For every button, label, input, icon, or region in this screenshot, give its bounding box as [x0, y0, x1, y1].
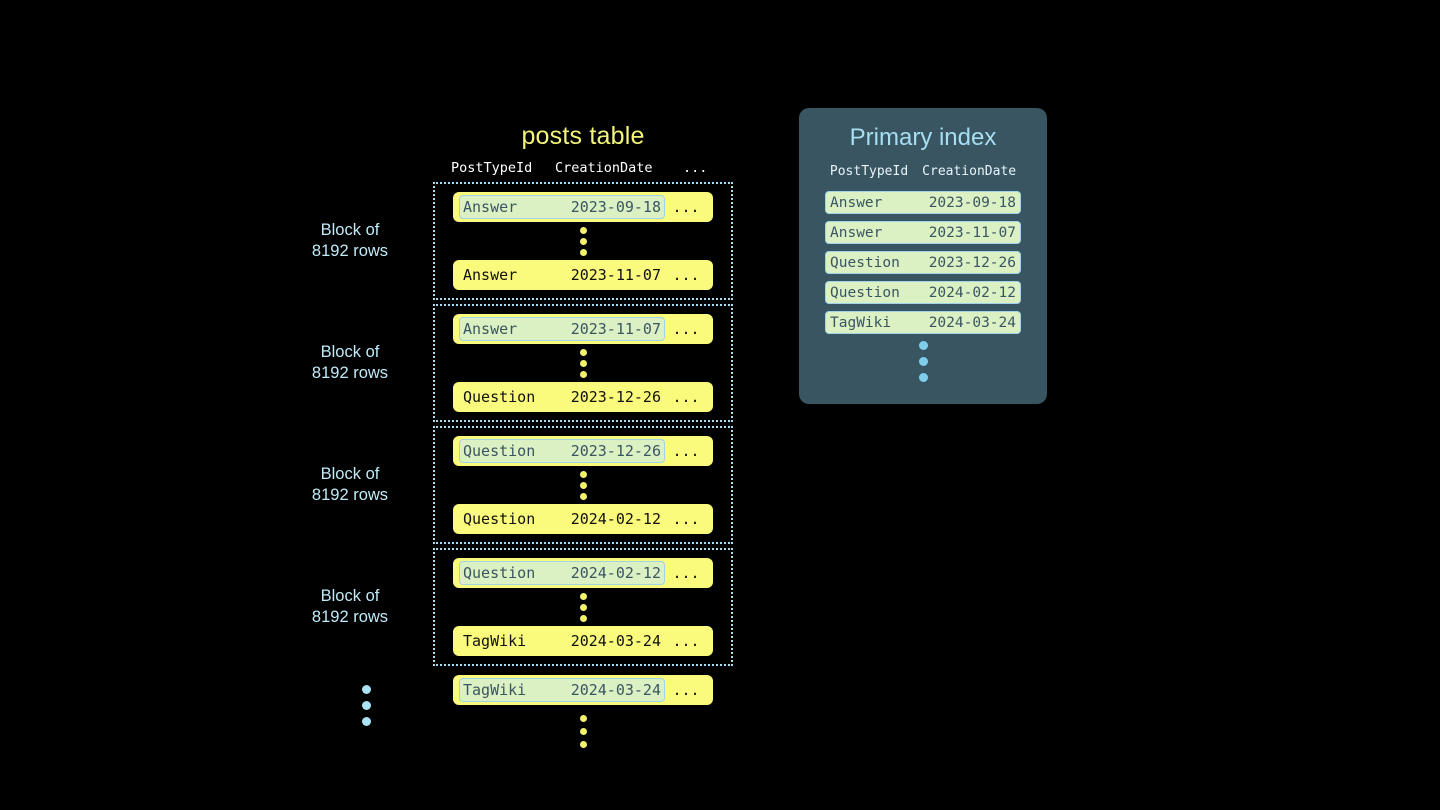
row-key-cells: Answer 2023-11-07 — [459, 317, 665, 341]
table-row[interactable]: Question 2024-02-12 ... — [453, 558, 713, 588]
vertical-ellipsis-dots — [433, 709, 733, 753]
column-header-posttypeid: PostTypeId — [829, 164, 909, 179]
block-label: Block of 8192 rows — [311, 465, 389, 504]
row-key-cells: TagWiki 2024-03-24 — [459, 629, 665, 653]
cell-posttypeid: TagWiki — [463, 632, 527, 650]
cell-creationdate: 2023-09-18 — [928, 194, 1016, 211]
cell-posttypeid: Answer — [463, 320, 518, 338]
cell-posttypeid: Answer — [830, 194, 883, 211]
cell-creationdate: 2024-03-24 — [570, 632, 661, 650]
cell-ellipsis: ... — [672, 632, 700, 650]
primary-index-row[interactable]: Question 2024-02-12 — [825, 281, 1021, 304]
cell-posttypeid: Answer — [463, 266, 518, 284]
vertical-ellipsis-dots — [435, 222, 731, 260]
table-row[interactable]: Question 2024-02-12 ... — [453, 504, 713, 534]
primary-index-row[interactable]: Answer 2023-09-18 — [825, 191, 1021, 214]
column-header-posttypeid: PostTypeId — [451, 160, 533, 176]
table-row[interactable]: Answer 2023-11-07 ... — [453, 314, 713, 344]
cell-posttypeid: Question — [830, 254, 900, 271]
block-label: Block of 8192 rows — [311, 221, 389, 260]
cell-ellipsis: ... — [672, 510, 700, 528]
primary-index-panel: Primary index PostTypeId CreationDate An… — [799, 108, 1047, 404]
table-block: Block of 8192 rows Answer 2023-11-07 ...… — [312, 304, 733, 422]
cell-creationdate: 2023-11-07 — [570, 320, 661, 338]
primary-index-continuation-dots — [813, 341, 1033, 382]
row-key-cells: Question 2024-02-12 — [459, 561, 665, 585]
cell-creationdate: 2023-12-26 — [928, 254, 1016, 271]
cell-ellipsis: ... — [672, 681, 700, 699]
row-key-cells: Answer 2023-11-07 — [459, 263, 665, 287]
cell-posttypeid: Question — [463, 564, 536, 582]
cell-ellipsis: ... — [672, 198, 700, 216]
row-key-cells: Question 2023-12-26 — [459, 385, 665, 409]
primary-index-column-headers: PostTypeId CreationDate — [813, 164, 1033, 179]
row-key-cells: TagWiki 2024-03-24 — [459, 678, 665, 702]
cell-creationdate: 2023-12-26 — [570, 388, 661, 406]
posts-table-column-headers: PostTypeId CreationDate ... — [433, 160, 733, 182]
table-row[interactable]: TagWiki 2024-03-24 ... — [453, 626, 713, 656]
cell-posttypeid: Question — [463, 510, 536, 528]
cell-posttypeid: Question — [463, 442, 536, 460]
vertical-ellipsis-dots — [435, 466, 731, 504]
cell-creationdate: 2023-11-07 — [570, 266, 661, 284]
row-key-cells: Answer 2023-09-18 — [459, 195, 665, 219]
table-row[interactable]: Question 2023-12-26 ... — [453, 436, 713, 466]
table-block: Block of 8192 rows Question 2023-12-26 .… — [312, 426, 733, 544]
block-label: Block of 8192 rows — [311, 587, 389, 626]
primary-index-row[interactable]: Question 2023-12-26 — [825, 251, 1021, 274]
table-block: Block of 8192 rows Question 2024-02-12 .… — [312, 548, 733, 666]
table-row[interactable]: Answer 2023-11-07 ... — [453, 260, 713, 290]
cell-ellipsis: ... — [672, 564, 700, 582]
table-row[interactable]: Answer 2023-09-18 ... — [453, 192, 713, 222]
vertical-ellipsis-dots — [435, 588, 731, 626]
primary-index-row[interactable]: TagWiki 2024-03-24 — [825, 311, 1021, 334]
cell-creationdate: 2023-12-26 — [570, 442, 661, 460]
primary-index-title: Primary index — [849, 124, 997, 151]
cell-ellipsis: ... — [672, 442, 700, 460]
cell-posttypeid: Answer — [463, 198, 518, 216]
row-key-cells: Question 2023-12-26 — [459, 439, 665, 463]
cell-creationdate: 2024-02-12 — [928, 284, 1016, 301]
posts-table-title: posts table — [521, 122, 645, 150]
cell-posttypeid: TagWiki — [830, 314, 892, 331]
primary-index-row[interactable]: Answer 2023-11-07 — [825, 221, 1021, 244]
blocks-continuation-dots — [362, 685, 371, 726]
table-block: Block of 8192 rows Answer 2023-09-18 ...… — [312, 182, 733, 300]
cell-ellipsis: ... — [672, 266, 700, 284]
cell-ellipsis: ... — [672, 320, 700, 338]
cell-ellipsis: ... — [672, 388, 700, 406]
column-header-creationdate: CreationDate — [922, 164, 1017, 179]
cell-creationdate: 2024-02-12 — [570, 564, 661, 582]
cell-creationdate: 2024-02-12 — [570, 510, 661, 528]
block-label: Block of 8192 rows — [311, 343, 389, 382]
vertical-ellipsis-dots — [435, 344, 731, 382]
cell-posttypeid: Question — [463, 388, 536, 406]
posts-table-group: posts table PostTypeId CreationDate ... … — [312, 120, 733, 753]
cell-creationdate: 2024-03-24 — [928, 314, 1016, 331]
column-header-creationdate: CreationDate — [555, 160, 653, 176]
cell-creationdate: 2023-09-18 — [570, 198, 661, 216]
cell-posttypeid: Answer — [830, 224, 883, 241]
cell-posttypeid: TagWiki — [463, 681, 527, 699]
column-header-ellipsis: ... — [683, 160, 708, 176]
row-key-cells: Question 2024-02-12 — [459, 507, 665, 531]
table-row[interactable]: TagWiki 2024-03-24 ... — [453, 675, 713, 705]
table-row[interactable]: Question 2023-12-26 ... — [453, 382, 713, 412]
cell-posttypeid: Question — [830, 284, 900, 301]
cell-creationdate: 2024-03-24 — [570, 681, 661, 699]
cell-creationdate: 2023-11-07 — [928, 224, 1016, 241]
